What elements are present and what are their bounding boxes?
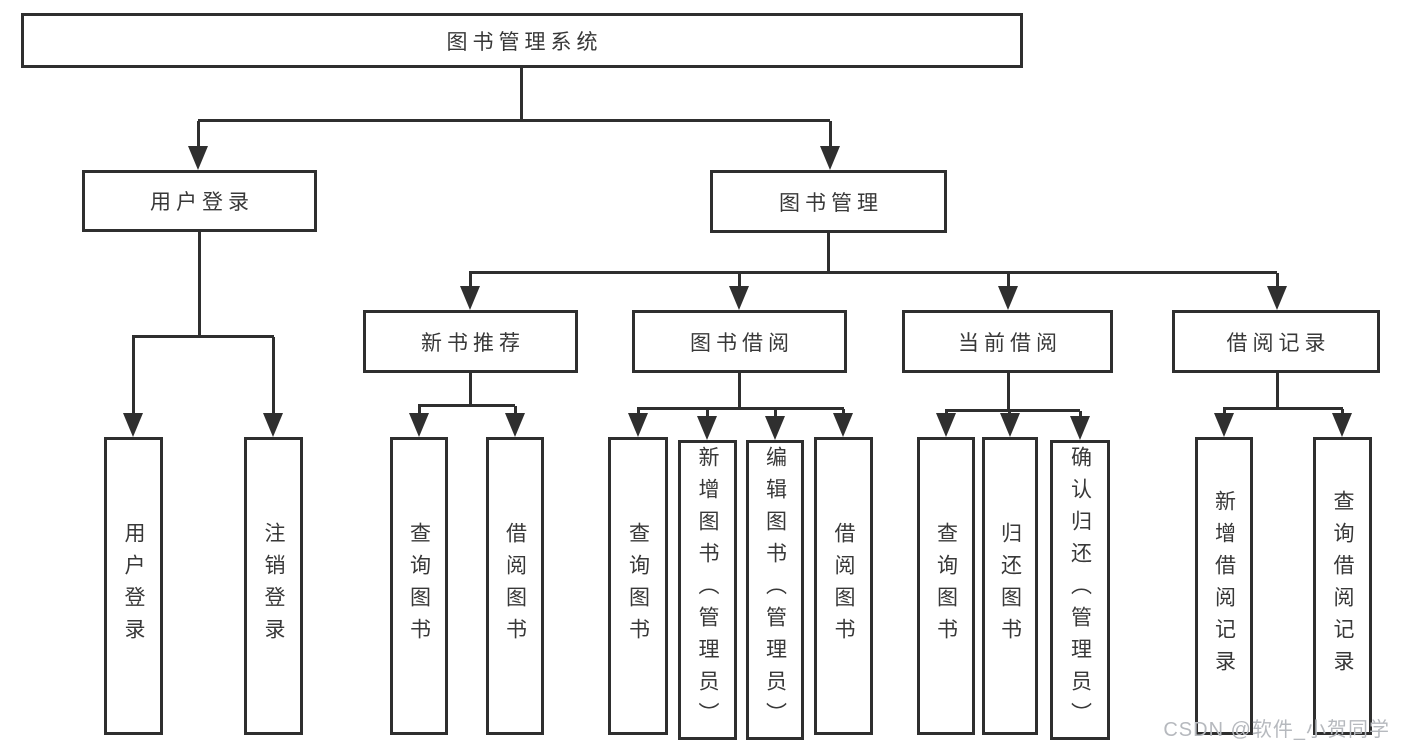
connector-arrowhead [188, 146, 208, 170]
connector-line [1276, 273, 1279, 289]
leaf-label: 查询图书 [626, 522, 650, 650]
leaf-label: 新增图书（管理员） [696, 446, 719, 734]
node-book-borrowing: 图书借阅 [632, 310, 847, 373]
node-book-management: 图书管理 [710, 170, 947, 233]
leaf-label: 查询借阅记录 [1331, 490, 1354, 682]
leaf-borrow-books-recommend: 借阅图书 [486, 437, 544, 735]
connector-arrowhead [1267, 286, 1287, 310]
leaf-return-books: 归还图书 [982, 437, 1038, 735]
node-user-login: 用户登录 [82, 170, 317, 232]
connector-arrowhead [729, 286, 749, 310]
connector-line [637, 407, 844, 410]
leaf-label: 借阅图书 [503, 522, 527, 650]
connector-arrowhead [505, 413, 525, 437]
connector-arrowhead [936, 413, 956, 437]
connector-line [520, 68, 523, 120]
connector-line [1223, 407, 1343, 410]
connector-arrowhead [998, 286, 1018, 310]
connector-arrowhead [628, 413, 648, 437]
leaf-borrow-books: 借阅图书 [814, 437, 873, 735]
connector-arrowhead [1214, 413, 1234, 437]
connector-line [272, 337, 275, 417]
csdn-watermark: CSDN @软件_小贺同学 [1163, 719, 1390, 741]
connector-line [418, 406, 421, 416]
connector-line [132, 337, 135, 417]
connector-arrowhead [409, 413, 429, 437]
leaf-query-borrow-records: 查询借阅记录 [1313, 437, 1372, 735]
connector-line [738, 373, 741, 408]
node-borrowing-records: 借阅记录 [1172, 310, 1380, 373]
connector-line [418, 404, 515, 407]
connector-arrowhead [1332, 413, 1352, 437]
leaf-query-books-recommend: 查询图书 [390, 437, 448, 735]
node-new-book-recommendation: 新书推荐 [363, 310, 578, 373]
connector-line [1007, 373, 1010, 411]
leaf-add-borrow-record: 新增借阅记录 [1195, 437, 1253, 735]
leaf-label: 注销登录 [262, 522, 285, 650]
leaf-query-books-current: 查询图书 [917, 437, 975, 735]
connector-arrowhead [1070, 416, 1090, 440]
leaf-edit-book-admin: 编辑图书（管理员） [746, 440, 804, 740]
connector-line [774, 409, 777, 419]
connector-line [469, 273, 472, 289]
connector-arrowhead [263, 413, 283, 437]
connector-line [469, 373, 472, 406]
leaf-add-book-admin: 新增图书（管理员） [678, 440, 737, 740]
connector-arrowhead [460, 286, 480, 310]
connector-line [198, 232, 201, 336]
connector-line [514, 406, 517, 416]
leaf-label: 确认归还（管理员） [1068, 446, 1092, 734]
leaf-user-login: 用户登录 [104, 437, 163, 735]
leaf-label: 编辑图书（管理员） [763, 446, 787, 734]
connector-arrowhead [833, 413, 853, 437]
connector-line [706, 409, 709, 419]
connector-arrowhead [123, 413, 143, 437]
leaf-label: 新增借阅记录 [1212, 490, 1236, 682]
connector-line [1276, 373, 1279, 408]
node-current-borrowing: 当前借阅 [902, 310, 1113, 373]
connector-line [469, 271, 1277, 274]
connector-line [198, 119, 830, 122]
leaf-label: 查询图书 [407, 522, 431, 650]
leaf-label: 借阅图书 [832, 522, 855, 650]
leaf-confirm-return-admin: 确认归还（管理员） [1050, 440, 1110, 740]
node-library-management-system: 图书管理系统 [21, 13, 1023, 68]
leaf-label: 归还图书 [998, 522, 1022, 650]
connector-arrowhead [765, 416, 785, 440]
connector-line [829, 121, 832, 149]
connector-arrowhead [697, 416, 717, 440]
leaf-logout: 注销登录 [244, 437, 303, 735]
connector-line [827, 233, 830, 272]
leaf-label: 查询图书 [934, 522, 958, 650]
leaf-label: 用户登录 [122, 522, 145, 650]
connector-line [945, 409, 1080, 412]
connector-arrowhead [820, 146, 840, 170]
connector-line [1007, 273, 1010, 289]
leaf-query-books-borrow: 查询图书 [608, 437, 668, 735]
connector-line [738, 273, 741, 289]
connector-line [132, 335, 274, 338]
connector-arrowhead [1000, 413, 1020, 437]
connector-line [197, 121, 200, 149]
